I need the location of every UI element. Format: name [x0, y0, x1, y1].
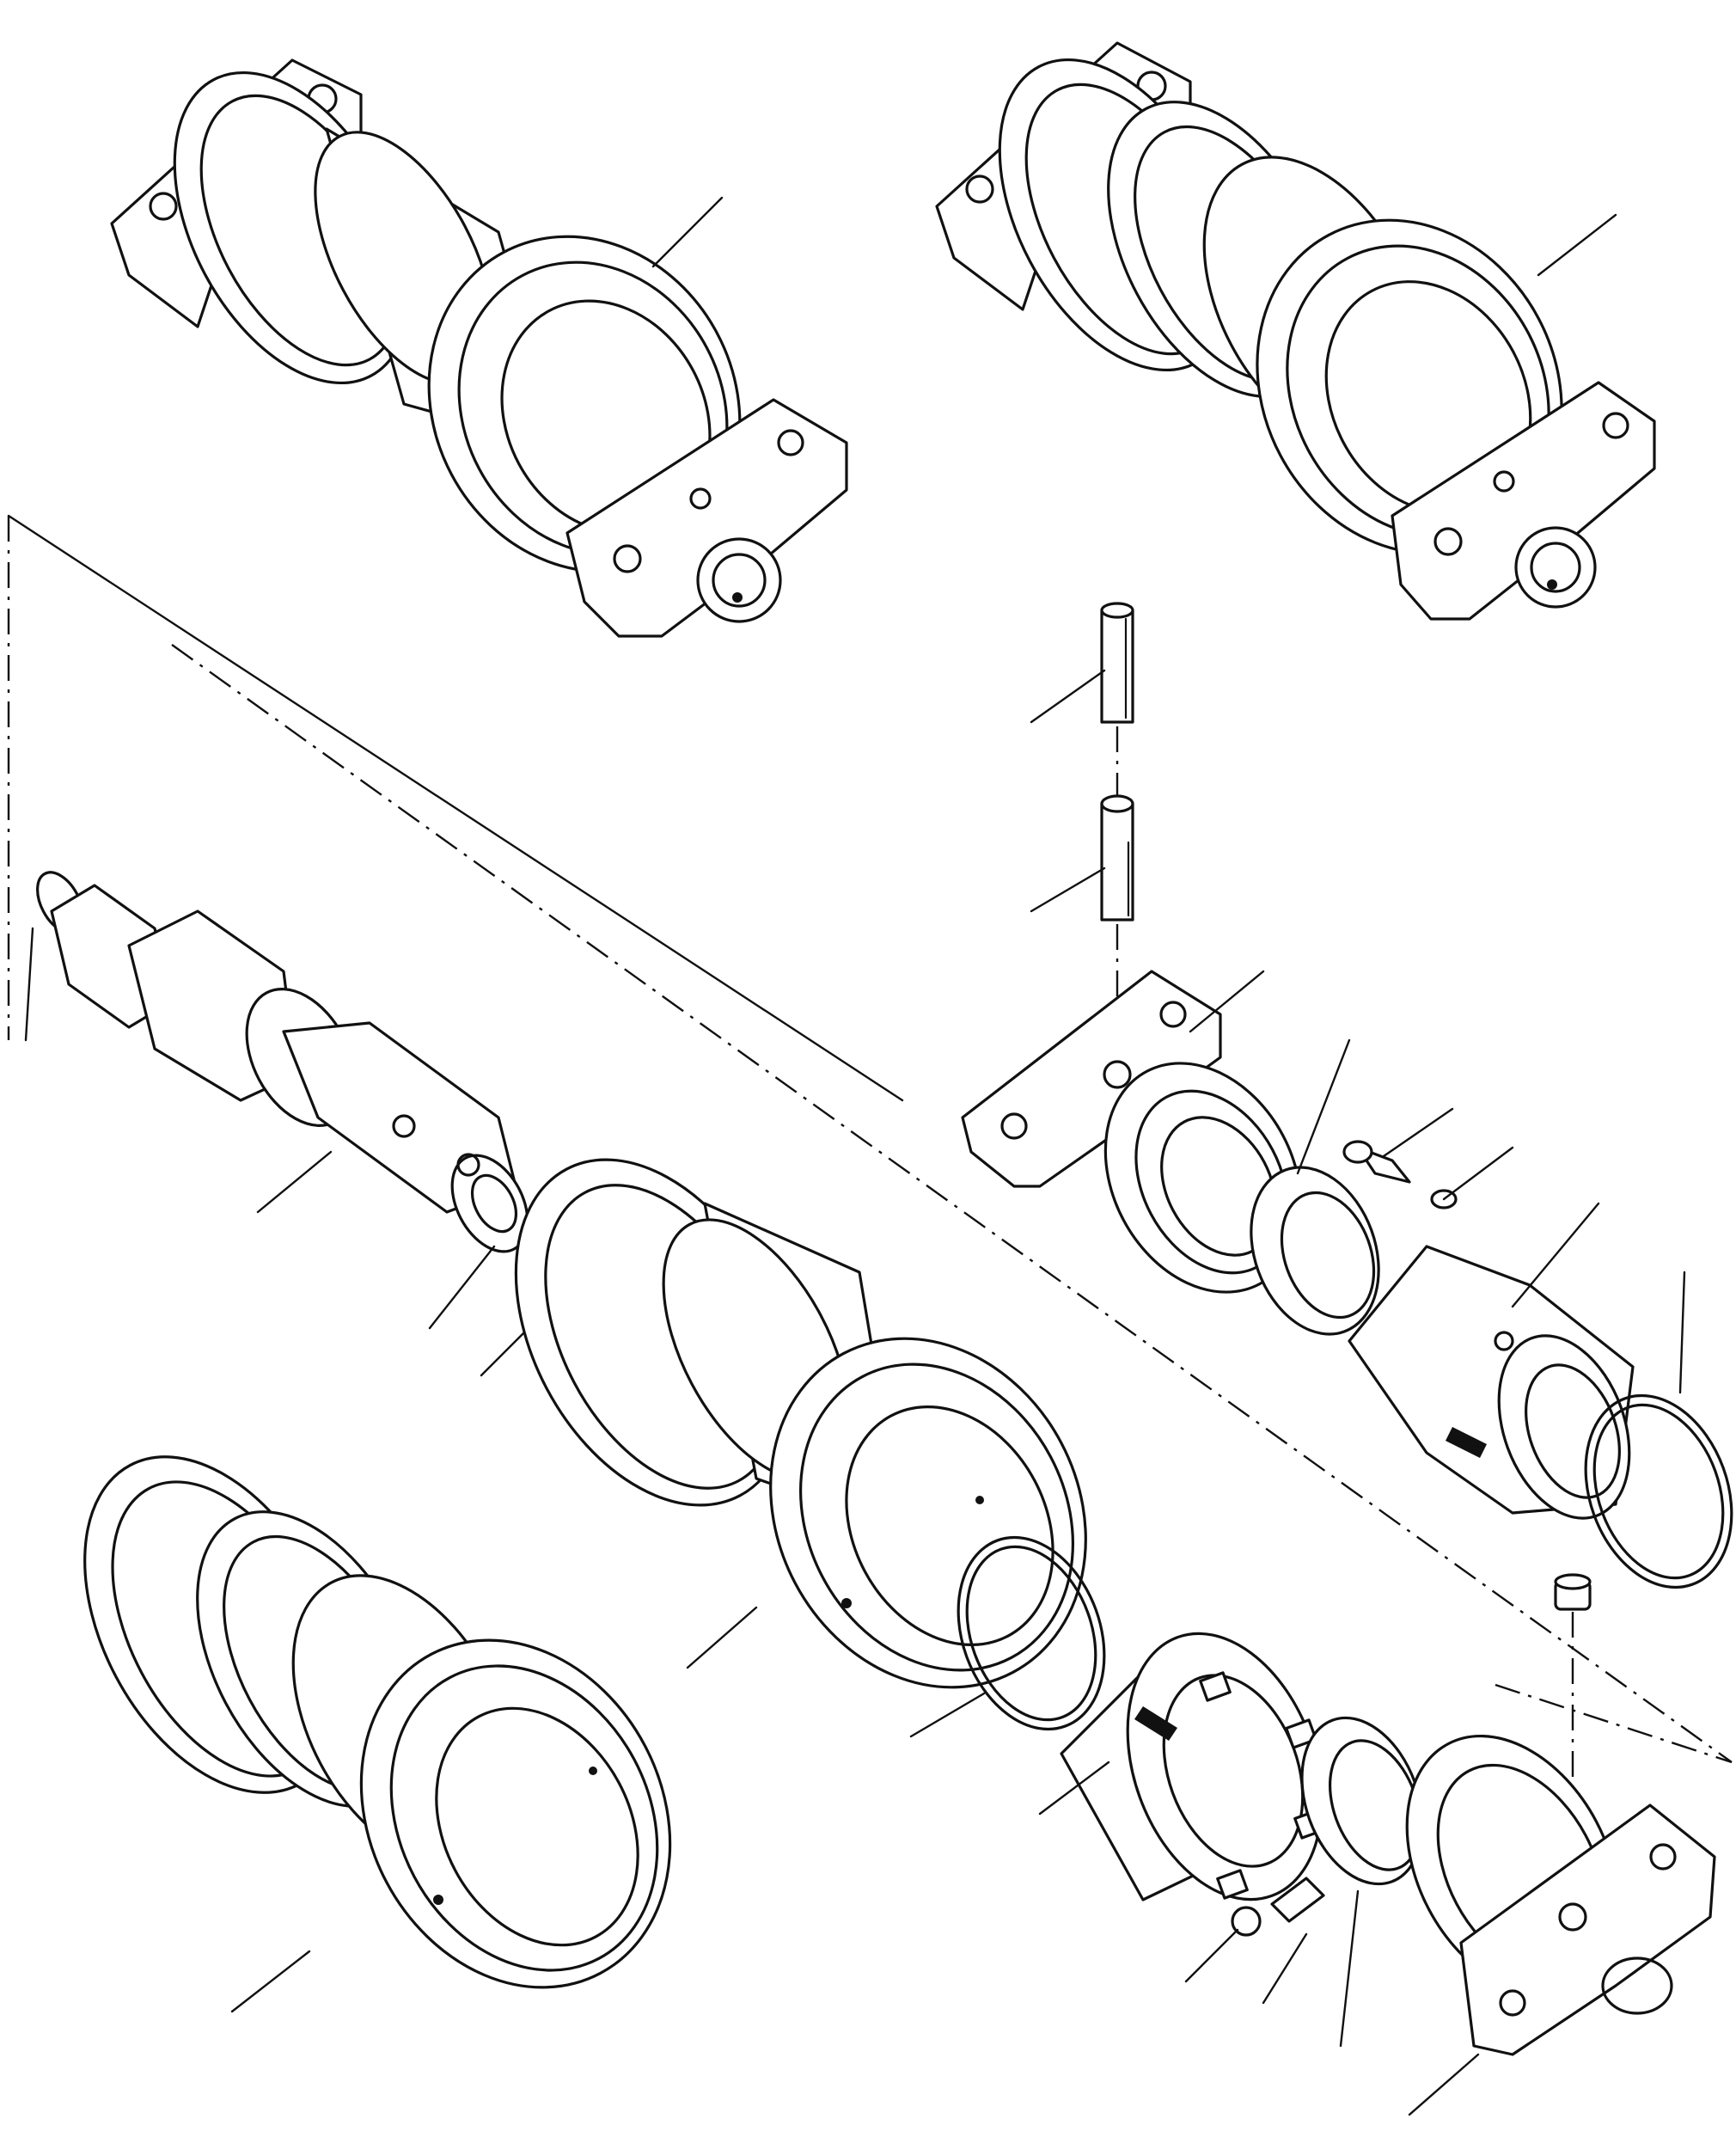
collar [1060, 1632, 1326, 1901]
leader-line [1030, 669, 1106, 724]
leader-line [1296, 1038, 1351, 1175]
leader-line [1339, 1889, 1360, 2048]
leader-line [1537, 213, 1617, 277]
leader-line [1184, 1928, 1239, 1983]
pin [1100, 602, 1134, 724]
leader-line [1038, 1761, 1110, 1816]
leader-line [686, 1606, 758, 1669]
leader-line [428, 1245, 496, 1330]
shaft [36, 871, 529, 1253]
o-ring [957, 1535, 1106, 1731]
floating-seal [1250, 1166, 1380, 1336]
leader-line [909, 1692, 986, 1738]
leader-line [1678, 1271, 1686, 1394]
leader-line [24, 927, 34, 1042]
roller-assembly-single-flange [110, 58, 848, 638]
roller-assembly-double-flange [935, 41, 1656, 621]
leader-line [1511, 1202, 1600, 1308]
roller-bracket [1405, 1734, 1716, 2056]
bolt [1342, 1140, 1411, 1184]
bolt [1231, 1877, 1325, 1937]
assembly-boundary-line [1495, 1683, 1733, 1764]
lock-ring [1430, 1189, 1458, 1209]
leader-line [230, 1950, 311, 2013]
dowel [1100, 794, 1134, 922]
leader-line [256, 1150, 333, 1214]
spare-roller-shell [83, 1455, 672, 1989]
leader-line [651, 196, 724, 268]
roller-shell [514, 1158, 1087, 1689]
leader-line [1189, 970, 1265, 1033]
collar [1348, 1245, 1635, 1520]
leader-line [1408, 2053, 1480, 2116]
leader-line [1382, 1107, 1454, 1158]
plug [1554, 1573, 1592, 1611]
leader-line [1442, 1146, 1514, 1201]
leader-line [1030, 866, 1106, 913]
assembly-boundary-line [171, 644, 1733, 1763]
assembly-boundary-line [7, 514, 904, 1102]
leader-line [1262, 1932, 1308, 2005]
o-ring [1584, 1393, 1733, 1589]
